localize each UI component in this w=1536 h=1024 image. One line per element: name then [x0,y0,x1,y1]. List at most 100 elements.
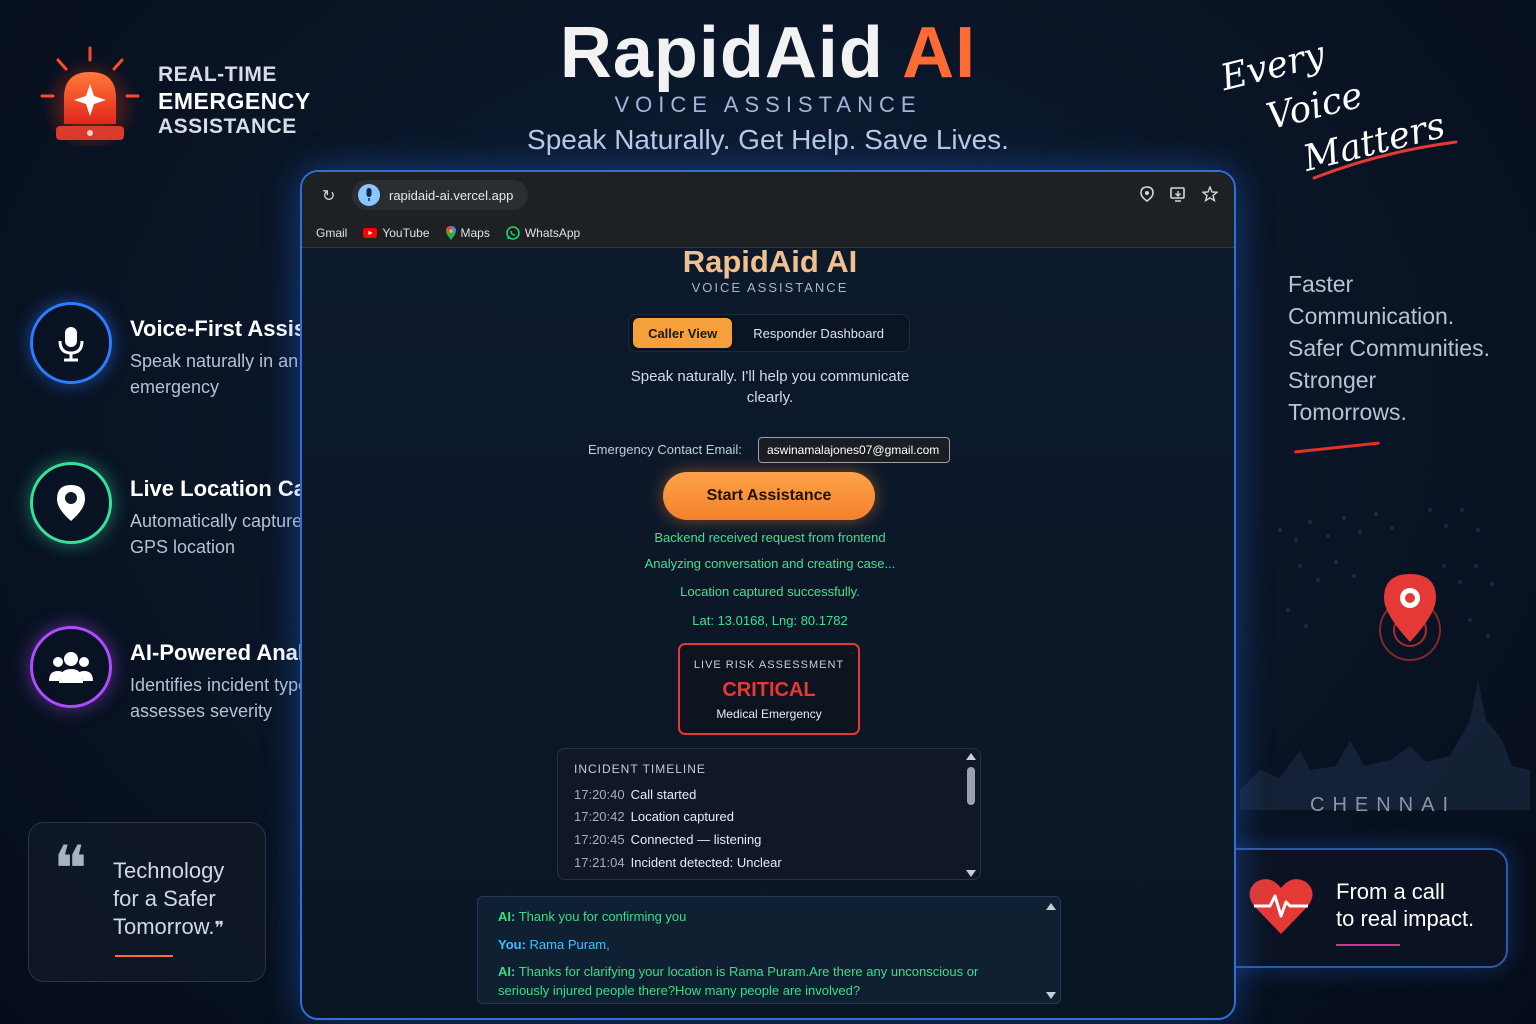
risk-level: CRITICAL [722,679,816,701]
feature-desc: Automatically captures your GPS location [130,511,352,557]
bookmark-whatsapp[interactable]: WhatsApp [506,226,580,240]
browser-window: ↻ rapidaid-ai.vercel.app Gmail YouTube M… [300,170,1236,1020]
event-time: 17:20:40 [574,787,625,802]
bookmark-gmail[interactable]: Gmail [316,226,347,240]
quote-card: ❝ Technology for a Safer Tomorrow.❞ [28,822,266,982]
people-icon [30,626,112,708]
scroll-down-icon[interactable] [1046,992,1056,999]
scroll-up-icon[interactable] [966,753,976,760]
feature-desc: Speak naturally in an emergency [130,351,299,397]
conversation-panel: AI: Thank you for confirming you You: Ra… [477,896,1061,1004]
bookmark-maps[interactable]: Maps [445,225,490,240]
coordinates-readout: Lat: 13.0168, Lng: 80.1782 [692,613,848,628]
chat-message-user: You: Rama Puram, [498,935,1028,954]
event-text: Incident detected: Unclear [630,855,782,870]
start-assistance-button[interactable]: Start Assistance [663,472,875,520]
bookmark-label: WhatsApp [524,225,581,240]
badge-line-1: REAL-TIME [158,63,277,86]
timeline-scrollbar[interactable] [966,753,976,877]
email-label: Emergency Contact Email: [588,442,742,457]
hero-tagline: Speak Naturally. Get Help. Save Lives. [527,124,1009,155]
email-field[interactable] [758,437,950,463]
event-text: Location captured [630,809,734,824]
badge-line-3: ASSISTANCE [158,115,297,138]
bookmark-label: Gmail [316,225,348,240]
intro-text: Speak naturally. I'll help you communica… [630,368,910,406]
event-time: 17:20:42 [574,809,625,824]
url-text: rapidaid-ai.vercel.app [389,187,514,203]
right-slogan-line: Faster [1288,271,1354,297]
scroll-thumb[interactable] [967,767,975,805]
bookmarks-bar: Gmail YouTube Maps WhatsApp [302,218,1234,248]
quote-close-mark: ❞ [214,918,225,938]
siren-icon [40,46,140,149]
timeline-event: 17:20:45 Connected — listening [574,832,761,847]
app-title: RapidAid AI [682,244,858,279]
city-label: CHENNAI [1310,794,1457,816]
quote-mark-icon: ❝ [53,833,88,907]
view-tabs: Caller View Responder Dashboard [628,314,910,352]
right-slogan-line: Tomorrows. [1288,399,1407,425]
hero-subtitle: VOICE ASSISTANCE [614,92,922,117]
chat-text: Thanks for clarifying your location is R… [498,964,979,998]
maps-icon [445,225,456,240]
quote-underline [115,955,173,957]
microphone-icon [358,184,380,206]
impact-text: From a call to real impact. [1336,878,1474,932]
right-slogan-underline [1294,441,1380,454]
tab-caller-view[interactable]: Caller View [633,318,733,348]
event-time: 17:20:45 [574,832,625,847]
quote-body: Technology for a Safer Tomorrow. [113,858,225,939]
address-bar[interactable]: rapidaid-ai.vercel.app [352,180,528,210]
risk-label: LIVE RISK ASSESSMENT [693,659,845,671]
chat-scrollbar[interactable] [1046,903,1056,999]
status-line: Location captured successfully. [680,584,860,599]
status-line: Backend received request from frontend [654,530,886,545]
hero-title-accent: AI [902,13,977,93]
right-slogan-line: Safer Communities. [1288,335,1490,361]
impact-line-1: From a call [1336,879,1445,904]
slogan-underline [1312,140,1458,180]
chat-speaker: You: [498,937,526,952]
risk-type: Medical Emergency [716,707,822,721]
risk-assessment-card: LIVE RISK ASSESSMENT CRITICAL Medical Em… [678,643,860,735]
tab-responder-dashboard[interactable]: Responder Dashboard [753,325,885,341]
feature-desc: Identifies incident type and assesses se… [130,675,344,721]
bookmark-label: Maps [460,225,490,240]
right-slogan-line: Communication. [1288,303,1455,329]
impact-card: From a call to real impact. [1214,848,1508,968]
impact-underline [1336,944,1400,946]
star-icon[interactable] [1202,186,1218,202]
youtube-icon [363,227,378,238]
realtime-badge: REAL-TIME EMERGENCY ASSISTANCE [158,62,311,140]
status-line: Analyzing conversation and creating case… [644,556,896,571]
microphone-icon [30,302,112,384]
right-slogan: Faster Communication. Safer Communities.… [1288,268,1528,428]
hero-title: RapidAid AI [0,12,1536,94]
app-subtitle: VOICE ASSISTANCE [691,280,849,295]
bookmark-label: YouTube [382,225,430,240]
whatsapp-icon [506,225,520,240]
hero-title-main: RapidAid [559,13,884,93]
chat-text: Rama Puram, [529,937,610,952]
bookmark-youtube[interactable]: YouTube [363,225,430,240]
chat-text: Thank you for confirming you [518,909,687,924]
browser-toolbar: ↻ rapidaid-ai.vercel.app [302,172,1234,218]
city-map-graphic [1240,508,1530,810]
reload-icon[interactable]: ↻ [322,188,336,205]
badge-line-2: EMERGENCY [158,88,311,114]
timeline-heading: INCIDENT TIMELINE [574,762,706,776]
chat-message-ai: AI: Thank you for confirming you [498,907,1028,926]
scroll-up-icon[interactable] [1046,903,1056,910]
event-text: Call started [630,787,697,802]
feature-live-location: Live Location Capture Automatically capt… [30,462,430,572]
slogan-script: Every Voice Matters [1214,30,1474,190]
impact-line-2: to real impact. [1336,906,1475,931]
chat-message-ai: AI: Thanks for clarifying your location … [498,962,1028,1000]
timeline-event: 17:20:40 Call started [574,787,696,802]
event-text: Connected — listening [630,832,762,847]
scroll-down-icon[interactable] [966,870,976,877]
install-app-icon[interactable] [1170,186,1186,202]
location-icon[interactable] [1140,186,1154,202]
